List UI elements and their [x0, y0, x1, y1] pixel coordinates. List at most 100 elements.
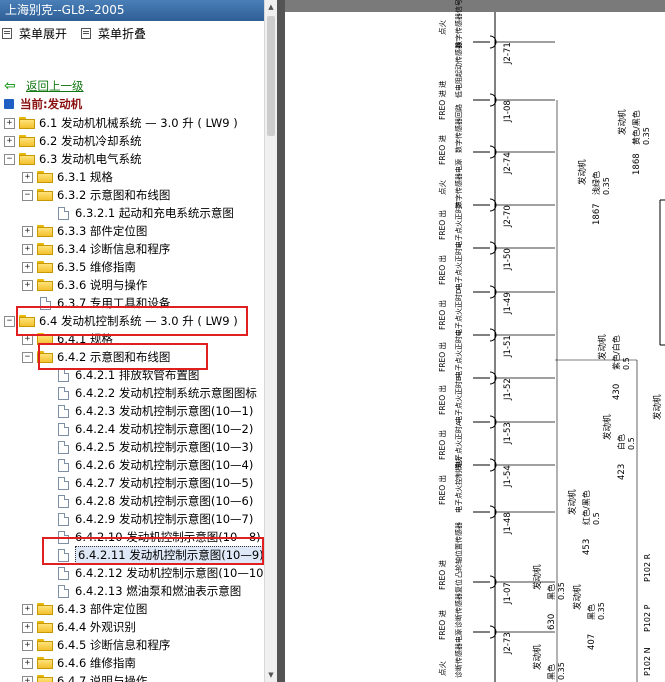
- circuit-number: 630: [547, 614, 557, 630]
- wire-color: 黄色/黑色: [631, 110, 641, 145]
- tree-item[interactable]: 6.3.7 专用工具和设备: [22, 294, 170, 312]
- tree-item[interactable]: 6.4.2.9 发动机控制示意图(10—7): [40, 510, 253, 528]
- direction-marker: 点火: [438, 661, 447, 676]
- pin-label: J1-49: [503, 292, 513, 315]
- signal-name: 数字传感器信号: [454, 0, 463, 48]
- tree-item-label: 6.4.2.13 燃油泵和燃油表示意图: [75, 584, 242, 598]
- expand-toggle-icon[interactable]: +: [22, 333, 33, 345]
- schematic-diagram: J2-71J1-08J2-74J2-70J1-50J1-49J1-51J1-52…: [285, 0, 665, 682]
- expand-menu-button[interactable]: 菜单展开: [2, 25, 67, 42]
- document-icon: [58, 512, 69, 526]
- scroll-thumb[interactable]: [267, 16, 275, 136]
- tree-item[interactable]: − 6.3.2 示意图和布线图: [22, 186, 170, 204]
- tree-item[interactable]: 6.4.2.13 燃油泵和燃油表示意图: [40, 582, 241, 600]
- tree-item[interactable]: 6.4.2.8 发动机控制示意图(10—6): [40, 492, 253, 510]
- signal-name: 电子点火正时B: [454, 376, 463, 423]
- signal-name: 数字传感器电源: [454, 159, 463, 208]
- tree-item[interactable]: 6.4.2.6 发动机控制示意图(10—4): [40, 456, 253, 474]
- tree-item[interactable]: +6.3.6 说明与操作: [22, 276, 147, 294]
- expand-toggle-icon[interactable]: +: [22, 243, 33, 255]
- expand-toggle-icon[interactable]: +: [22, 279, 33, 291]
- pin-label: J1-07: [503, 582, 513, 605]
- navigation-panel: 上海别克--GL8--2005 菜单展开 菜单折叠 ⇦ 返回上一级 当前:发动机…: [0, 0, 264, 682]
- tree-item[interactable]: 6.4.2.5 发动机控制示意图(10—3): [40, 438, 253, 456]
- tree-item-label: 6.4.2.2 发动机控制系统示意图图标: [75, 386, 257, 400]
- tree-item[interactable]: +6.3.3 部件定位图: [22, 222, 147, 240]
- tree-item[interactable]: +6.4.4 外观识别: [22, 618, 136, 636]
- connector-label: P102 N: [643, 647, 652, 676]
- tree-item[interactable]: +6.4.1 规格: [22, 330, 113, 348]
- expand-toggle-icon[interactable]: +: [22, 621, 33, 633]
- tree-item[interactable]: −6.3 发动机电气系统: [4, 150, 141, 168]
- document-icon: [58, 458, 69, 472]
- expand-toggle-icon[interactable]: +: [22, 675, 33, 682]
- tree-item[interactable]: 6.4.2.10 发动机控制示意图(10—8): [40, 528, 261, 546]
- tree-item[interactable]: 6.4.2.4 发动机控制示意图(10—2): [40, 420, 253, 438]
- document-icon: [58, 494, 69, 508]
- tree-item-label: 6.3.3 部件定位图: [57, 224, 148, 238]
- expand-toggle-icon[interactable]: +: [22, 657, 33, 669]
- menu-bar: 菜单展开 菜单折叠: [0, 21, 264, 45]
- tree-item[interactable]: +6.4.3 部件定位图: [22, 600, 147, 618]
- scroll-down-icon[interactable]: ▼: [268, 671, 274, 679]
- direction-marker: FREO 出: [437, 430, 447, 460]
- tree-item-label: 6.4.2.8 发动机控制示意图(10—6): [75, 494, 254, 508]
- pane-divider[interactable]: [277, 0, 285, 682]
- tree-item[interactable]: +6.4.7 说明与操作: [22, 672, 147, 682]
- tree-item[interactable]: 6.4.2.1 排放软管布置图: [40, 366, 199, 384]
- wire-label: 发动机: [572, 584, 583, 610]
- signal-name: 低电阻起动传感器: [454, 42, 463, 98]
- document-icon: [58, 548, 69, 562]
- tree-item[interactable]: −6.4.2 示意图和布线图: [22, 348, 170, 366]
- wire-label: 发动机: [597, 334, 608, 360]
- tree-item-label: 6.3.4 诊断信息和程序: [57, 242, 171, 256]
- pin-label: J1-54: [503, 465, 513, 488]
- collapse-toggle-icon[interactable]: −: [4, 153, 15, 165]
- collapse-toggle-icon[interactable]: −: [22, 351, 33, 363]
- direction-marker: FREO 进: [438, 559, 447, 590]
- expand-toggle-icon[interactable]: +: [22, 261, 33, 273]
- wire-label: 发动机: [577, 159, 588, 185]
- tree-item[interactable]: 6.4.2.12 发动机控制示意图(10—10): [40, 564, 264, 582]
- tree-item[interactable]: +6.3.5 维修指南: [22, 258, 136, 276]
- tree-item[interactable]: 6.3.2.1 起动和充电系统示意图: [40, 204, 234, 222]
- tree-item[interactable]: − 6.4 发动机控制系统 — 3.0 升 ( LW9 ): [4, 312, 238, 330]
- vertical-scrollbar[interactable]: ▲ ▼: [264, 0, 277, 682]
- collapse-toggle-icon[interactable]: −: [4, 315, 15, 327]
- tree-item-label: 6.4.2.4 发动机控制示意图(10—2): [75, 422, 254, 436]
- collapse-toggle-icon[interactable]: −: [22, 189, 33, 201]
- tree-item-label: 6.1 发动机机械系统 — 3.0 升 ( LW9 ): [39, 116, 238, 130]
- folder-icon: [19, 315, 35, 327]
- expand-toggle-icon[interactable]: +: [4, 135, 15, 147]
- tree-item-label: 6.4.1 规格: [57, 332, 113, 346]
- signal-name: 数字传感器回路: [454, 104, 463, 153]
- tree-item[interactable]: +6.3.4 诊断信息和程序: [22, 240, 170, 258]
- current-location-icon: [4, 99, 14, 109]
- expand-toggle-icon[interactable]: +: [22, 603, 33, 615]
- tree-item[interactable]: +6.4.5 诊断信息和程序: [22, 636, 170, 654]
- tree-item[interactable]: +6.1 发动机机械系统 — 3.0 升 ( LW9 ): [4, 114, 238, 132]
- back-link[interactable]: ⇦ 返回上一级: [4, 77, 84, 95]
- expand-toggle-icon[interactable]: +: [22, 225, 33, 237]
- tree-item[interactable]: +6.4.6 维修指南: [22, 654, 136, 672]
- tree-item[interactable]: +6.2 发动机冷却系统: [4, 132, 141, 150]
- tree-item[interactable]: 6.4.2.7 发动机控制示意图(10—5): [40, 474, 253, 492]
- document-icon: [58, 440, 69, 454]
- tree-item-selected[interactable]: 6.4.2.11 发动机控制示意图(10—9): [40, 546, 264, 564]
- signal-name: 电子点火控制模块: [454, 457, 463, 513]
- wire-gauge: 0.35: [597, 602, 606, 620]
- expand-toggle-icon[interactable]: +: [4, 117, 15, 129]
- expand-toggle-icon[interactable]: +: [22, 639, 33, 651]
- tree-item-label: 6.3.5 维修指南: [57, 260, 136, 274]
- tree-item-label: 6.4 发动机控制系统 — 3.0 升 ( LW9 ): [39, 314, 238, 328]
- pin-label: J1-50: [503, 248, 513, 271]
- tree-item[interactable]: 6.4.2.2 发动机控制系统示意图图标: [40, 384, 257, 402]
- tree-item-label: 6.3.2 示意图和布线图: [57, 188, 171, 202]
- folder-icon: [37, 225, 53, 237]
- tree-item[interactable]: +6.3.1 规格: [22, 168, 113, 186]
- document-icon: [58, 368, 69, 382]
- scroll-up-icon[interactable]: ▲: [268, 3, 274, 11]
- tree-item[interactable]: 6.4.2.3 发动机控制示意图(10—1): [40, 402, 253, 420]
- collapse-menu-button[interactable]: 菜单折叠: [81, 25, 146, 42]
- expand-toggle-icon[interactable]: +: [22, 171, 33, 183]
